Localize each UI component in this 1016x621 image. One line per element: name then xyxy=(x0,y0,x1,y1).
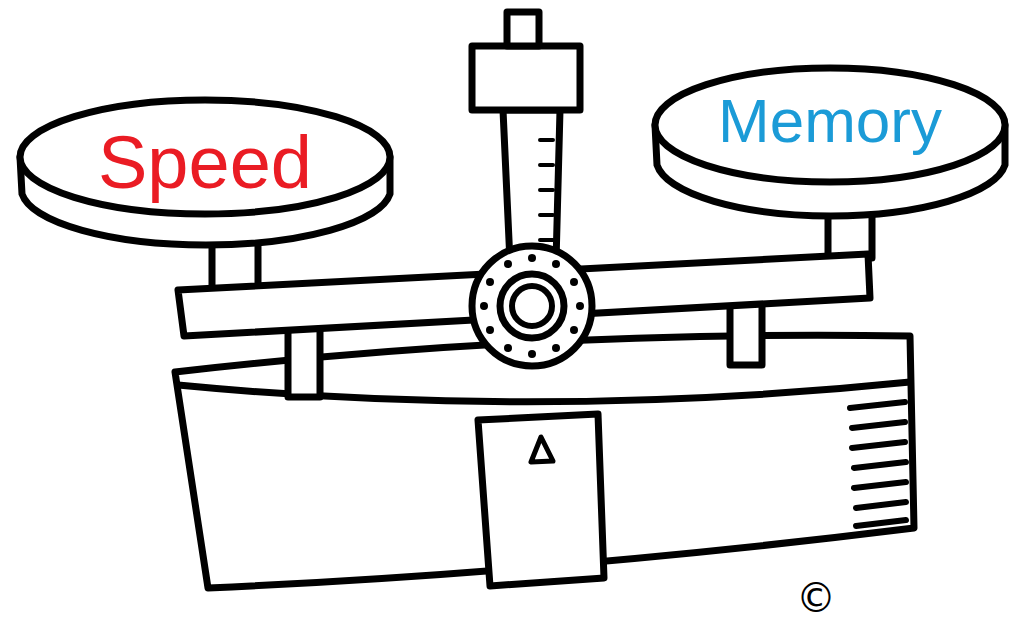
left-pan: Speed xyxy=(20,100,390,214)
dial-core xyxy=(512,286,552,326)
left-post xyxy=(288,325,320,397)
right-pan: Memory xyxy=(655,68,1005,182)
dial-outer xyxy=(472,246,592,366)
column-ticks xyxy=(540,140,553,240)
column-knob xyxy=(507,12,539,46)
dial-dots xyxy=(480,254,584,358)
pointer-mark xyxy=(531,437,553,462)
column-head xyxy=(472,46,580,110)
pan-label: Speed xyxy=(98,126,312,200)
pan-label: Memory xyxy=(718,90,942,152)
pan-outline xyxy=(20,100,390,214)
dial-inner xyxy=(500,274,564,338)
pan-outline xyxy=(655,68,1005,182)
scale-column xyxy=(503,110,560,262)
base-hatching xyxy=(850,402,906,526)
copyright-mark: © xyxy=(796,578,836,618)
base-plate xyxy=(478,414,604,586)
